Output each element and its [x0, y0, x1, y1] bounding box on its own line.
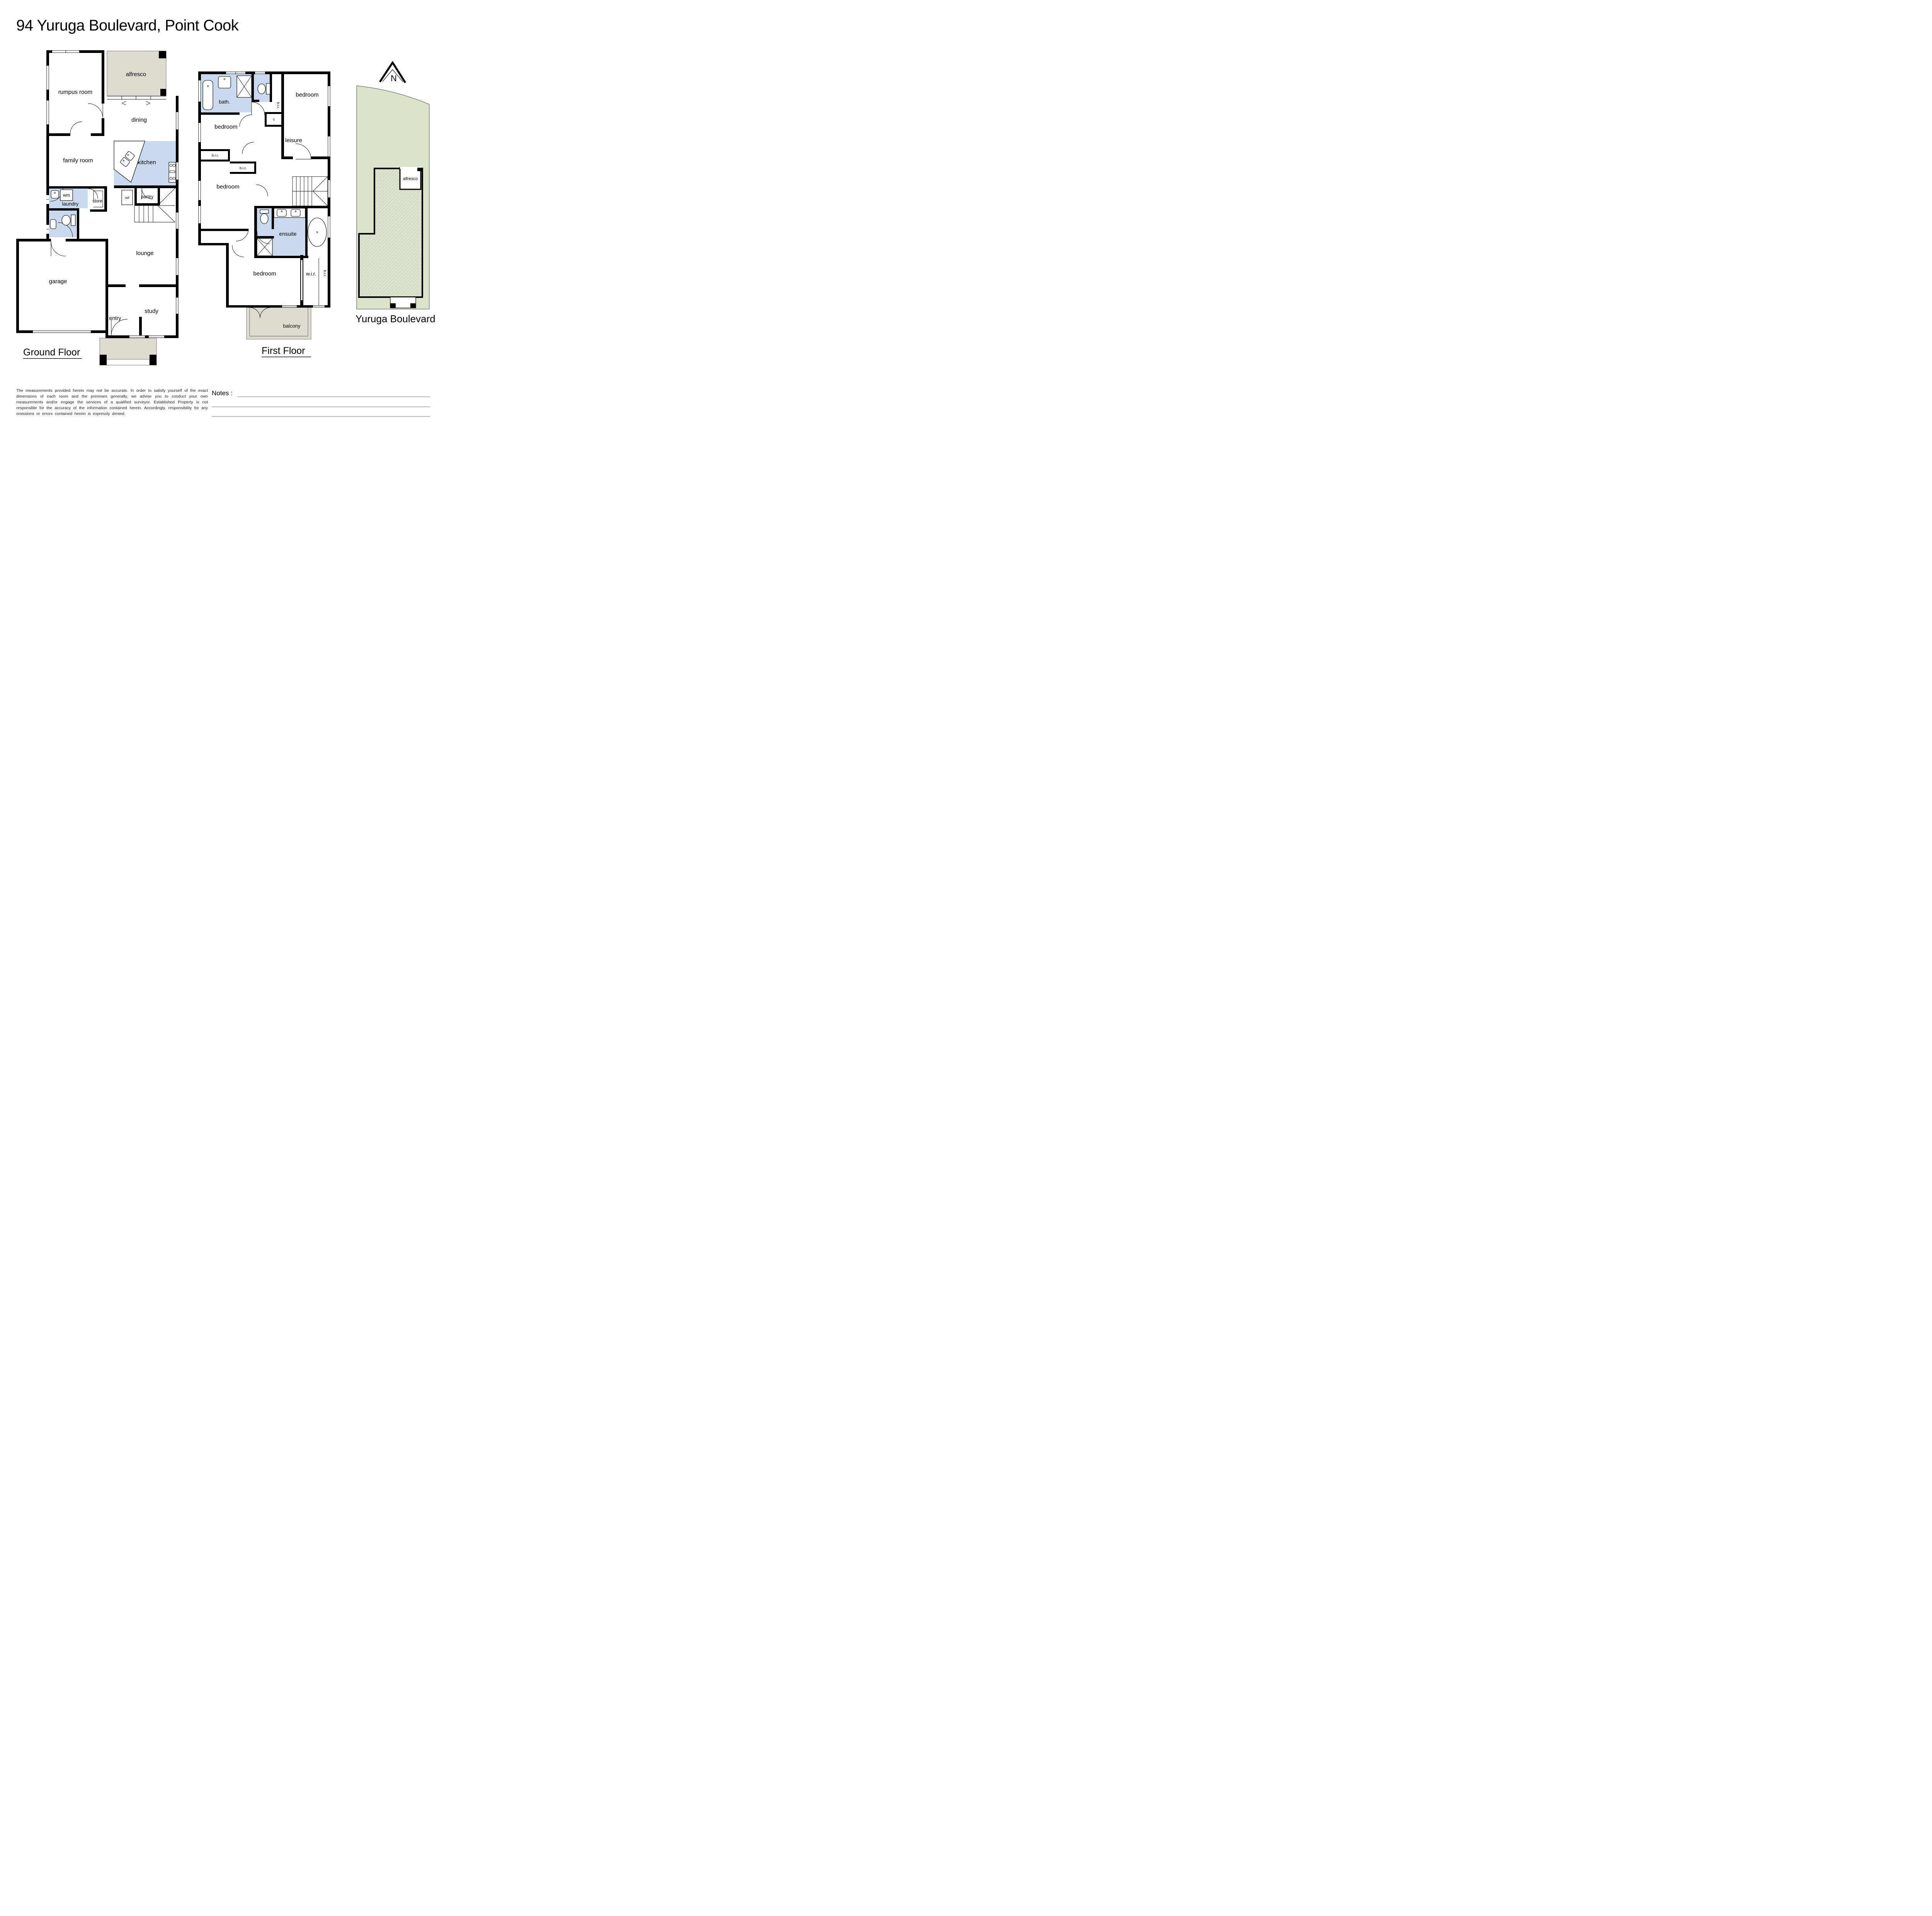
first-floor-plan: bath. c b.i.r. bedroom bedroom leisure b…: [198, 71, 330, 357]
spa-drain: [316, 231, 318, 233]
room-label-kitchen: kitchen: [138, 159, 156, 166]
street-name: Yuruga Boulevard: [355, 313, 435, 325]
room-label-garage: garage: [49, 278, 67, 285]
room-label-store: store: [92, 199, 102, 204]
stairs-icon: [292, 176, 328, 206]
toilet-icon: [260, 209, 269, 224]
toilet-icon: [257, 83, 270, 95]
door-arc: [232, 102, 311, 318]
kitchen-sink-icon: [120, 151, 135, 167]
store-shelf: [93, 190, 103, 207]
basin-icon: [50, 219, 56, 229]
room-label-study: study: [145, 308, 158, 315]
floorplan-page: 94 Yuruga Boulevard, Point Cook: [0, 0, 603, 426]
ground-floor-title: Ground Floor: [23, 347, 80, 358]
alfresco-area: [107, 51, 167, 96]
north-label: N: [391, 73, 397, 83]
site-plan: N alfresco: [356, 61, 430, 309]
alfresco-post: [159, 51, 166, 58]
room-label-bedroom-mid: bedroom: [214, 124, 237, 130]
site-alfresco-label: alfresco: [403, 177, 418, 181]
cooktop-icon: [168, 162, 176, 183]
basin-tap: [223, 78, 226, 80]
notes-line: [212, 406, 430, 407]
room-label-wir: w.i.r.: [306, 271, 316, 277]
notes-line: [238, 396, 430, 397]
alfresco-post: [160, 89, 166, 96]
first-floor-title: First Floor: [262, 345, 305, 356]
shower-icon: [257, 238, 273, 256]
laundry-sink-icon: [51, 190, 59, 199]
site-alfresco: alfresco: [399, 167, 422, 190]
disclaimer-text: The measurements provided herein may not…: [16, 388, 208, 416]
room-label-bedroom-top: bedroom: [296, 92, 318, 98]
basin-icon: [218, 76, 231, 88]
room-label-pantry: pantry: [141, 195, 153, 199]
room-label-family: family room: [63, 157, 93, 164]
porch-post: [100, 355, 107, 365]
room-label-alfresco: alfresco: [126, 71, 146, 78]
ground-floor-walls: [16, 50, 179, 338]
notes-label: Notes :: [212, 389, 233, 397]
porch-step: [106, 359, 150, 366]
notes-line: [212, 416, 430, 417]
site-porch: [390, 297, 416, 308]
house-footprint: [358, 168, 423, 298]
fridge-box: [121, 190, 133, 205]
balcony-area: [246, 307, 311, 340]
room-label-bath: bath.: [219, 99, 230, 105]
vanity-basins: [274, 208, 306, 218]
shower-icon: [236, 75, 252, 98]
window-icon: [33, 50, 179, 338]
room-label-c: c: [273, 117, 275, 122]
balcony-rail: [249, 308, 308, 337]
room-label-rumpus: rumpus room: [58, 89, 92, 95]
wardrobe-slot: [301, 260, 303, 300]
room-label-ensuite: ensuite: [279, 231, 296, 237]
room-label-dining: dining: [131, 117, 147, 123]
room-label-bir-top: b.i.r.: [276, 102, 280, 109]
room-label-bir-b: b.i.r.: [240, 166, 247, 170]
room-label-lounge: lounge: [136, 250, 153, 257]
porch-post: [150, 355, 156, 365]
bathtub-icon: [202, 80, 213, 110]
ground-floor-plan: rumpus room alfresco dining family room …: [16, 50, 179, 366]
room-label-bir-master: b.i.r.: [323, 270, 327, 277]
stairs-icon: [134, 188, 175, 223]
north-arrow-icon: N: [379, 61, 406, 83]
room-label-bir-a: b.i.r.: [212, 153, 219, 158]
toilet-icon: [61, 214, 76, 226]
room-label-entry: entry: [109, 315, 121, 321]
spa-bath-icon: [308, 218, 327, 247]
room-label-balcony: balcony: [283, 323, 301, 329]
room-label-ref: ref: [125, 196, 129, 200]
window-icon: [198, 71, 330, 308]
bathtub-drain: [207, 85, 209, 87]
room-label-leisure: leisure: [285, 137, 302, 144]
room-label-wm: wm: [63, 193, 70, 198]
room-label-bedroom-master: bedroom: [253, 270, 276, 277]
page-title: 94 Yuruga Boulevard, Point Cook: [16, 17, 239, 34]
room-label-laundry: laundry: [62, 201, 79, 207]
washing-machine-box: [60, 189, 73, 201]
room-label-bedroom-lower: bedroom: [216, 184, 239, 190]
underline: [23, 358, 82, 359]
